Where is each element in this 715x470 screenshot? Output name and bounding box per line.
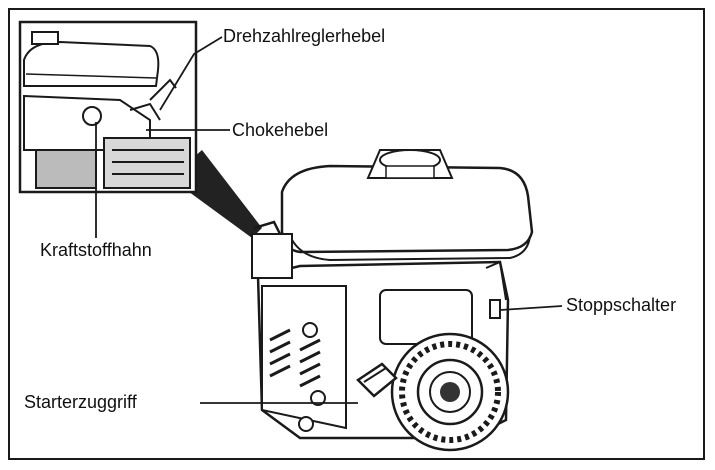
speed-lever-small [253,220,282,235]
stop-switch [489,299,501,319]
label-choke-lever: Chokehebel [232,120,329,140]
label-fuel-valve: Kraftstoffhahn [40,240,152,260]
leader-speed-lever [159,36,223,111]
inset-choke-arm [129,102,161,121]
inset-tank [23,40,160,87]
inset-base [35,149,97,189]
side-cover [261,285,347,430]
inset-detail [18,20,262,238]
leader-lines [95,36,563,404]
label-starter-grip: Starterzuggriff [24,392,137,412]
label-speed-lever: Drehzahlreglerhebel [223,26,386,46]
cooling-vents [269,328,321,388]
starter-grip [356,362,398,398]
engine [251,149,534,452]
inset-tank-cap [31,31,59,45]
inset-fuel-valve-knob [82,106,102,126]
air-cleaner [251,233,293,279]
leader-stop-switch [499,305,563,311]
label-stop-switch: Stoppschalter [566,295,677,315]
